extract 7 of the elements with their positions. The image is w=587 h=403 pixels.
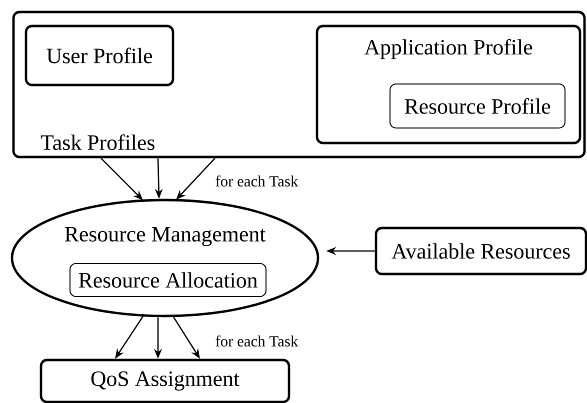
profile-box: Available Resources [374,226,587,276]
profile-box: QoS Assignment [40,358,290,403]
profile-box: Resource Profile [390,84,566,128]
profile-box: Resource Allocation [70,263,266,297]
profile-box: User Profile [24,24,174,86]
edge-label: for each Task [216,336,298,347]
edge-label: for each Task [216,176,298,187]
